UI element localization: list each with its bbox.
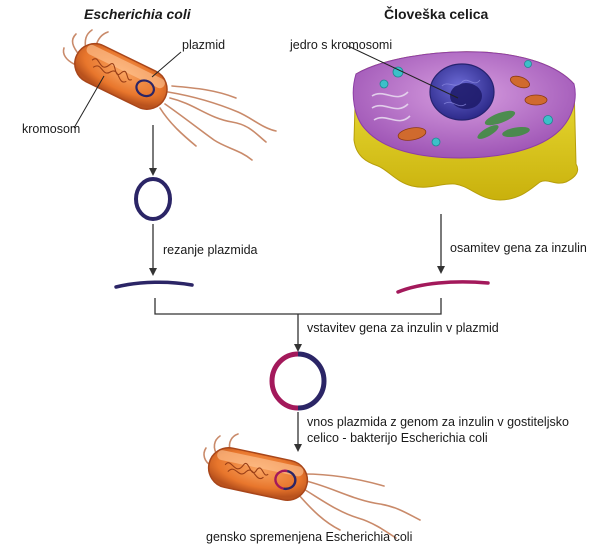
cut-plasmid-label: rezanje plazmida	[163, 243, 258, 257]
chromosome-pointer-line	[73, 75, 105, 129]
plasmid-label: plazmid	[182, 38, 226, 52]
insert-gene-label: vstavitev gena za inzulin v plazmid	[307, 321, 499, 335]
result-label: gensko spremenjena Escherichia coli	[206, 530, 413, 544]
isolate-gene-label: osamitev gena za inzulin	[450, 241, 587, 255]
joining-bracket	[154, 298, 442, 315]
nucleus-label: jedro s kromosomi	[290, 38, 393, 52]
cut-plasmid-strand	[114, 280, 194, 289]
plasmid-pointer-line	[151, 51, 182, 78]
ecoli-title: Escherichia coli	[84, 6, 191, 22]
chromosome-label: kromosom	[22, 122, 81, 136]
human-cell-illustration	[352, 51, 579, 201]
insulin-gene-strand	[396, 280, 490, 294]
modified-bacterium-illustration	[203, 433, 421, 539]
recombinant-plasmid	[269, 351, 327, 411]
transfer-label-line2: celico - bakterijo Escherichia coli	[307, 431, 488, 445]
isolated-plasmid	[134, 177, 172, 221]
transfer-label-line1: vnos plazmida z genom za inzulin v gosti…	[307, 415, 569, 429]
human-cell-title: Človeška celica	[384, 6, 489, 22]
nucleus-pointer-line	[347, 45, 459, 99]
bacterium-top-illustration	[62, 29, 277, 161]
